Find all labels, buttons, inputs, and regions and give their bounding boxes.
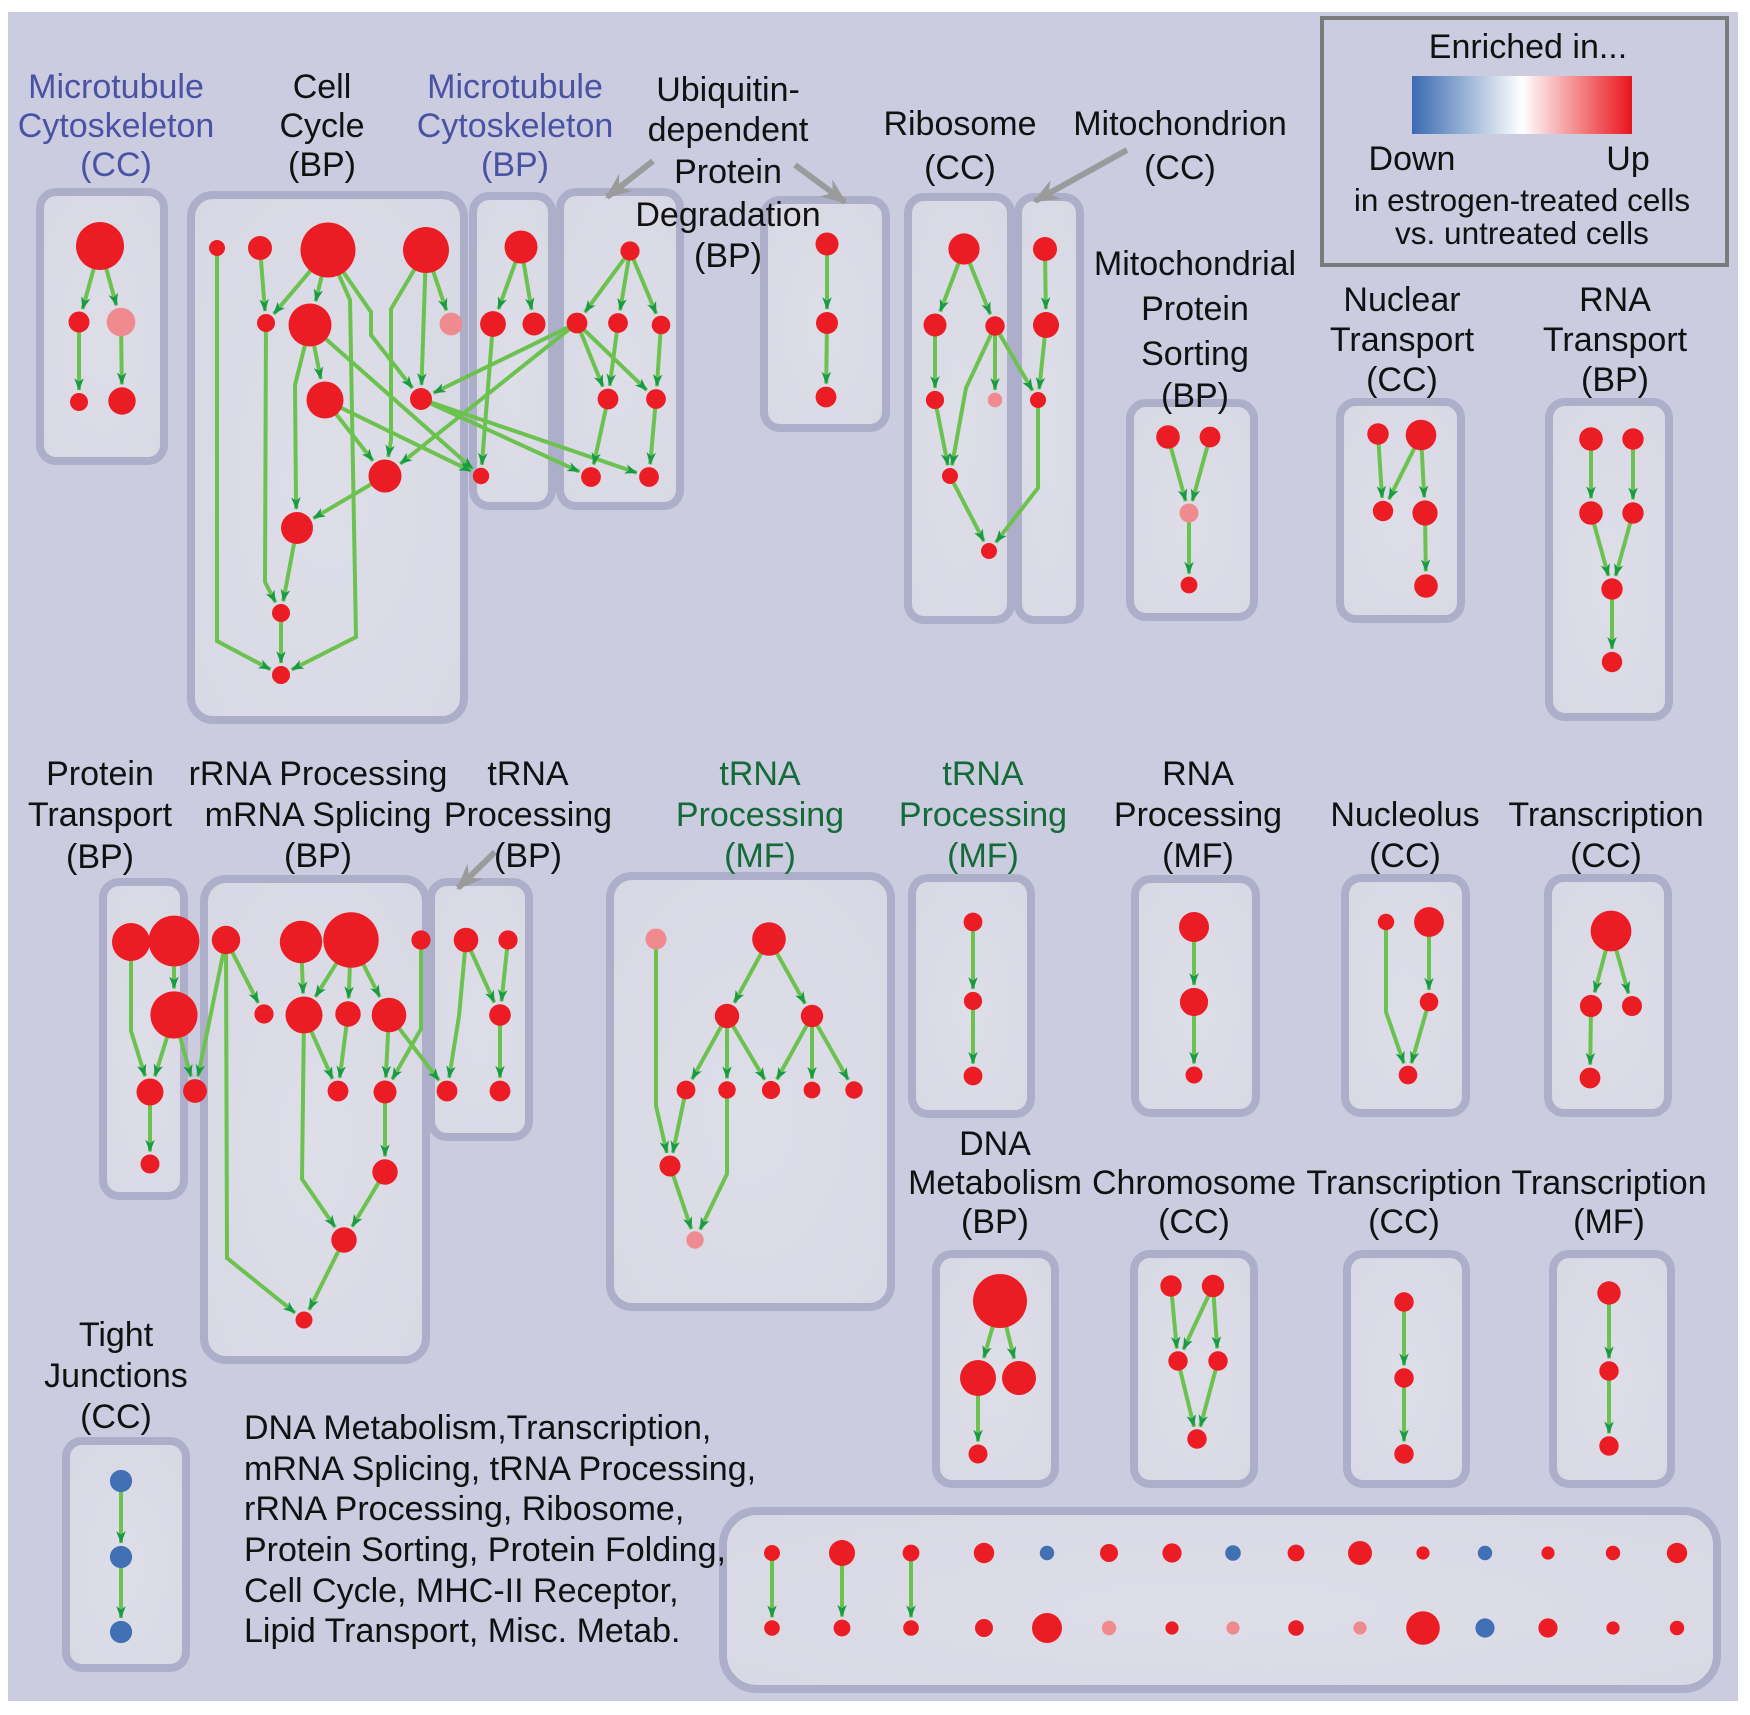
svg-text:mRNA Splicing: mRNA Splicing: [205, 796, 432, 834]
svg-text:tRNA: tRNA: [719, 755, 801, 793]
svg-text:Transport: Transport: [1330, 321, 1475, 359]
svg-text:DNA: DNA: [959, 1125, 1031, 1163]
svg-text:Processing: Processing: [676, 796, 844, 834]
svg-text:Enriched in...: Enriched in...: [1429, 28, 1627, 66]
svg-text:in estrogen-treated cells: in estrogen-treated cells: [1354, 182, 1690, 218]
svg-text:Protein: Protein: [46, 755, 154, 793]
svg-text:RNA: RNA: [1162, 755, 1234, 793]
svg-text:Transport: Transport: [28, 796, 173, 834]
svg-text:Degradation: Degradation: [635, 196, 820, 234]
svg-text:Mitochondrion: Mitochondrion: [1073, 105, 1287, 143]
svg-text:Protein: Protein: [674, 153, 782, 191]
svg-text:(BP): (BP): [494, 837, 562, 875]
svg-text:(MF): (MF): [724, 837, 796, 875]
svg-text:Cytoskeleton: Cytoskeleton: [18, 107, 215, 145]
svg-text:(BP): (BP): [288, 146, 356, 184]
svg-text:Up: Up: [1606, 140, 1649, 178]
svg-text:(BP): (BP): [961, 1203, 1029, 1241]
svg-text:Cytoskeleton: Cytoskeleton: [417, 107, 614, 145]
svg-text:(BP): (BP): [1161, 377, 1229, 415]
svg-text:(CC): (CC): [1366, 361, 1438, 399]
svg-text:(MF): (MF): [947, 837, 1019, 875]
svg-text:Microtubule: Microtubule: [28, 68, 204, 106]
svg-text:DNA Metabolism,Transcription,: DNA Metabolism,Transcription,: [244, 1409, 711, 1447]
svg-text:(CC): (CC): [1369, 837, 1441, 875]
svg-text:Ubiquitin-: Ubiquitin-: [656, 71, 800, 109]
svg-text:(BP): (BP): [481, 146, 549, 184]
svg-text:dependent: dependent: [648, 111, 809, 149]
svg-text:Chromosome: Chromosome: [1092, 1164, 1296, 1202]
svg-text:(BP): (BP): [694, 237, 762, 275]
svg-text:Lipid Transport, Misc. Metab.: Lipid Transport, Misc. Metab.: [244, 1612, 681, 1650]
svg-text:Sorting: Sorting: [1141, 335, 1249, 373]
svg-text:Processing: Processing: [1114, 796, 1282, 834]
svg-text:Ribosome: Ribosome: [883, 105, 1036, 143]
svg-text:RNA: RNA: [1579, 281, 1651, 319]
svg-text:Transcription: Transcription: [1508, 796, 1703, 834]
svg-text:Tight: Tight: [79, 1316, 154, 1354]
svg-text:Down: Down: [1369, 140, 1456, 178]
svg-text:Microtubule: Microtubule: [427, 68, 603, 106]
svg-text:(BP): (BP): [284, 837, 352, 875]
svg-text:rRNA Processing: rRNA Processing: [189, 755, 448, 793]
svg-text:Protein: Protein: [1141, 290, 1249, 328]
svg-text:Cell Cycle, MHC-II Receptor,: Cell Cycle, MHC-II Receptor,: [244, 1572, 679, 1610]
svg-text:(CC): (CC): [1144, 149, 1216, 187]
svg-text:vs. untreated cells: vs. untreated cells: [1395, 215, 1649, 251]
svg-text:(CC): (CC): [1368, 1203, 1440, 1241]
svg-text:Junctions: Junctions: [44, 1357, 188, 1395]
svg-text:tRNA: tRNA: [487, 755, 569, 793]
svg-text:Transcription: Transcription: [1306, 1164, 1501, 1202]
svg-text:Transport: Transport: [1543, 321, 1688, 359]
svg-text:Protein Sorting, Protein Foldi: Protein Sorting, Protein Folding,: [244, 1531, 726, 1569]
svg-text:Mitochondrial: Mitochondrial: [1094, 245, 1296, 283]
svg-text:(CC): (CC): [924, 149, 996, 187]
svg-text:(MF): (MF): [1573, 1203, 1645, 1241]
svg-text:(MF): (MF): [1162, 837, 1234, 875]
svg-text:Processing: Processing: [899, 796, 1067, 834]
svg-text:Nucleolus: Nucleolus: [1330, 796, 1479, 834]
svg-text:(CC): (CC): [1158, 1203, 1230, 1241]
svg-text:Nuclear: Nuclear: [1343, 281, 1460, 319]
svg-text:(CC): (CC): [80, 146, 152, 184]
svg-text:Transcription: Transcription: [1511, 1164, 1706, 1202]
svg-text:mRNA Splicing, tRNA Processing: mRNA Splicing, tRNA Processing,: [244, 1450, 756, 1488]
svg-text:(CC): (CC): [1570, 837, 1642, 875]
svg-text:(BP): (BP): [66, 838, 134, 876]
svg-text:Cell: Cell: [293, 68, 352, 106]
svg-text:Cycle: Cycle: [279, 107, 364, 145]
svg-text:(CC): (CC): [80, 1398, 152, 1436]
svg-text:Processing: Processing: [444, 796, 612, 834]
svg-text:(BP): (BP): [1581, 361, 1649, 399]
svg-text:Metabolism: Metabolism: [908, 1164, 1082, 1202]
svg-text:rRNA Processing, Ribosome,: rRNA Processing, Ribosome,: [244, 1490, 684, 1528]
svg-text:tRNA: tRNA: [942, 755, 1024, 793]
